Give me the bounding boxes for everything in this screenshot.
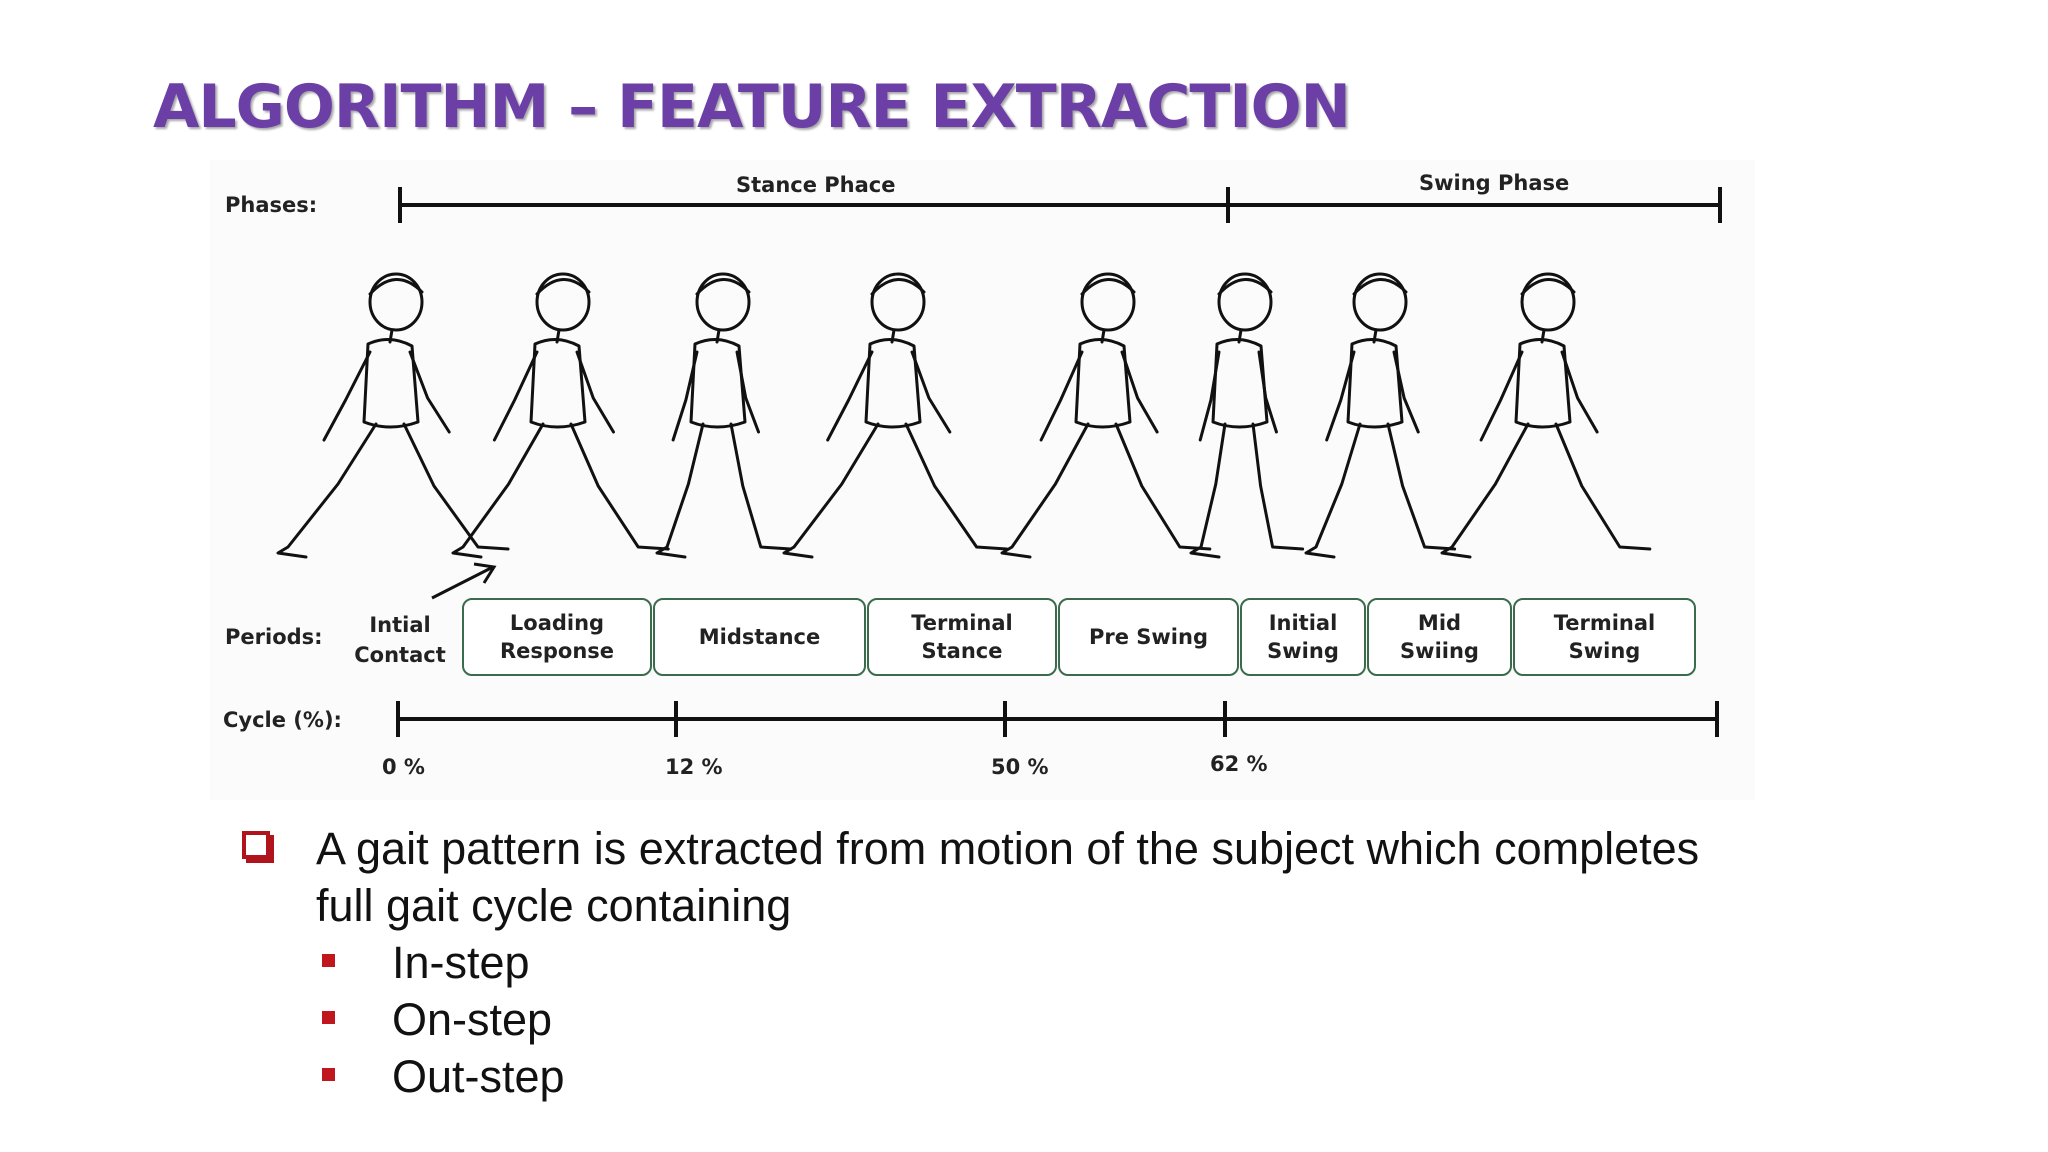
- periods-label: Periods:: [225, 625, 323, 649]
- period-intial-contact: Intial Contact: [354, 613, 446, 667]
- cycle-tick-62: 62 %: [1210, 752, 1268, 776]
- walking-figure-initial-contact: [276, 272, 510, 559]
- walking-figure-mid-swing: [1304, 272, 1457, 559]
- walking-figure-terminal-stance: [782, 272, 1009, 559]
- main-bullet: A gait pattern is extracted from motion …: [240, 820, 1740, 934]
- sub-bullet-in-step: In-step: [240, 934, 1740, 991]
- square-bullet-icon: [322, 1068, 335, 1081]
- gait-cycle-diagram: Phases: Stance Phace Swing Phase Periods…: [210, 160, 1755, 800]
- checkbox-bullet-icon: [242, 831, 270, 859]
- cycle-label: Cycle (%):: [223, 708, 342, 732]
- walking-figure-midstance: [655, 272, 793, 559]
- slide-title: ALGORITHM – FEATURE EXTRACTION: [153, 72, 1351, 142]
- period-box-terminal-stance: Terminal Stance: [867, 598, 1057, 676]
- cycle-tick-12: 12 %: [665, 755, 723, 779]
- period-box-terminal-swing: Terminal Swing: [1513, 598, 1696, 676]
- walking-figure-pre-swing: [1000, 272, 1212, 559]
- period-box-mid-swing: Mid Swiing: [1367, 598, 1512, 676]
- cycle-tick-50: 50 %: [991, 755, 1049, 779]
- sub-bullet-out-step: Out-step: [240, 1048, 1740, 1105]
- period-box-midstance: Midstance: [653, 598, 866, 676]
- period-box-loading-response: Loading Response: [462, 598, 652, 676]
- phases-label: Phases:: [225, 193, 318, 217]
- diagram-lines: [276, 187, 1722, 737]
- bullet-list: A gait pattern is extracted from motion …: [240, 820, 1740, 1105]
- main-bullet-text: A gait pattern is extracted from motion …: [316, 823, 1700, 931]
- heel-arrow-icon: [431, 562, 497, 600]
- period-box-initial-swing: Initial Swing: [1240, 598, 1366, 676]
- period-box-pre-swing: Pre Swing: [1058, 598, 1239, 676]
- walking-figure-initial-swing: [1189, 272, 1305, 559]
- square-bullet-icon: [322, 1011, 335, 1024]
- walking-figure-terminal-swing: [1440, 272, 1652, 559]
- walking-figure-loading-response: [451, 272, 670, 559]
- phase-label-swing: Swing Phase: [1419, 171, 1570, 195]
- sub-bullet-on-step: On-step: [240, 991, 1740, 1048]
- phase-label-stance: Stance Phace: [736, 173, 896, 197]
- cycle-tick-0: 0 %: [382, 755, 425, 779]
- square-bullet-icon: [322, 954, 335, 967]
